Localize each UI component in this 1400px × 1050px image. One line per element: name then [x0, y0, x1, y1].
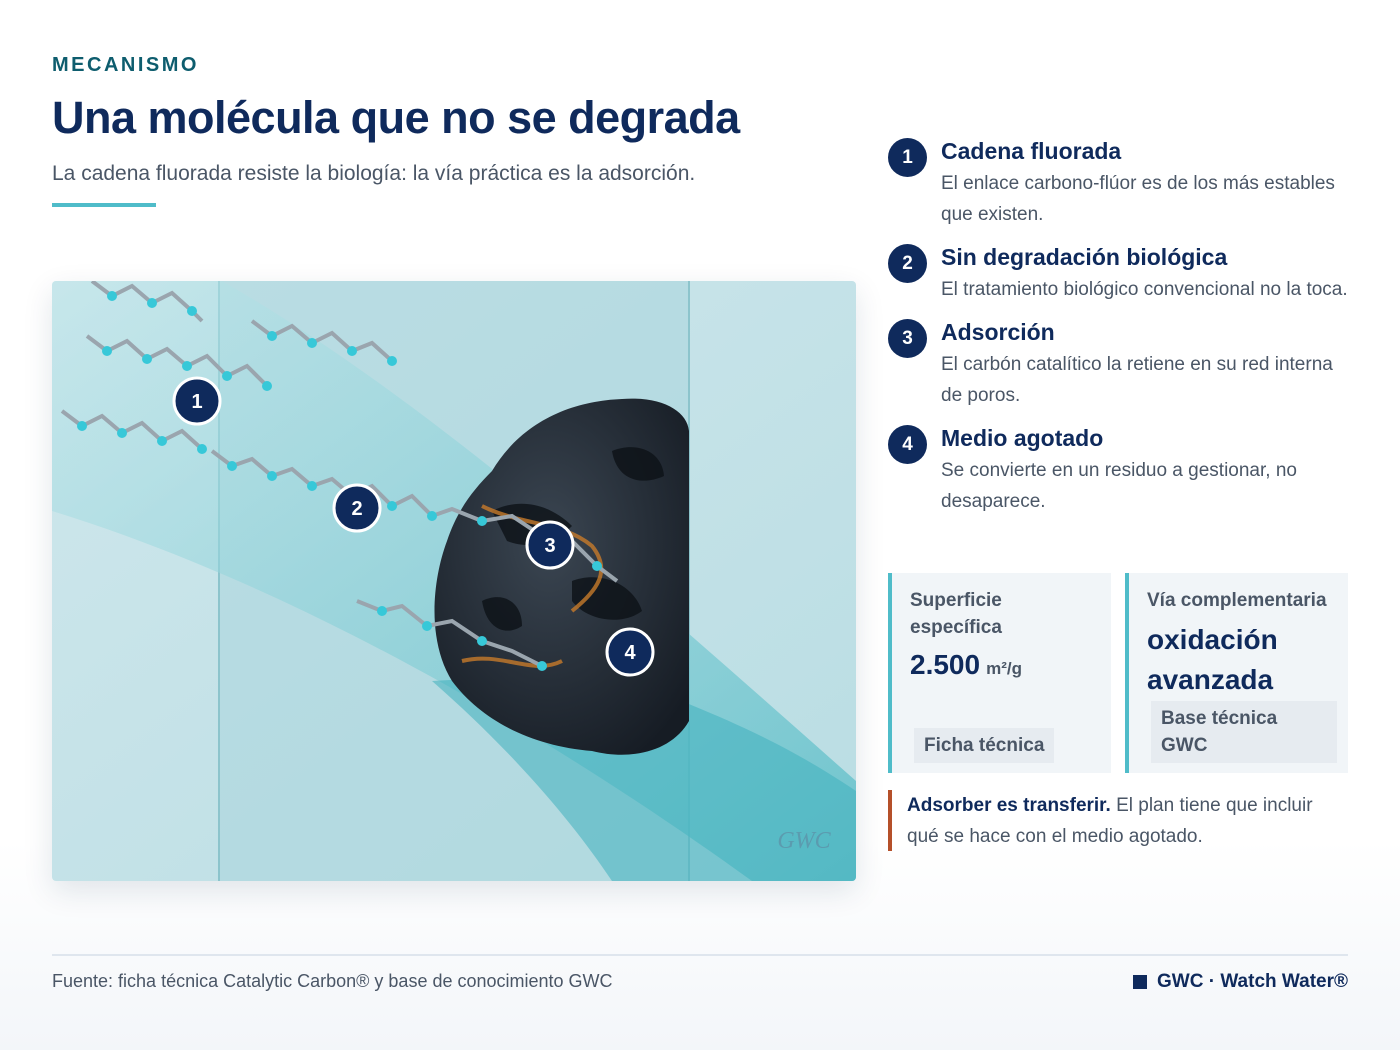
- stat-card-surface: Superficie específica 2.500 m²/g Ficha té…: [888, 573, 1111, 773]
- step-title: Medio agotado: [941, 425, 1104, 451]
- step-list: 1 Cadena fluorada El enlace carbono-flúo…: [888, 136, 1358, 529]
- step-text: El enlace carbono-flúor es de los más es…: [941, 173, 1335, 225]
- page-subtitle: La cadena fluorada resiste la biología: …: [52, 162, 696, 185]
- step-2: 2 Sin degradación biológica El tratamien…: [888, 242, 1358, 305]
- step-text: Se convierte en un residuo a gestionar, …: [941, 460, 1297, 512]
- source-tag: Ficha técnica: [914, 728, 1055, 763]
- fluorine-atoms: [77, 291, 602, 671]
- svg-text:2: 2: [351, 498, 362, 520]
- step-title: Cadena fluorada: [941, 138, 1122, 164]
- footer-divider: [52, 954, 1348, 956]
- brand-signature: GWC · Watch Water®: [1133, 971, 1348, 993]
- gwc-watermark: GWC: [777, 828, 831, 854]
- step-1: 1 Cadena fluorada El enlace carbono-flúo…: [888, 136, 1358, 230]
- brand-text: GWC · Watch Water®: [1157, 971, 1348, 992]
- source-tag: Base técnica GWC: [1151, 701, 1337, 763]
- step-3: 3 Adsorción El carbón catalítico la reti…: [888, 317, 1358, 411]
- step-text: El tratamiento biológico convencional no…: [941, 279, 1348, 300]
- step-number: 3: [888, 319, 927, 358]
- stat-label: Vía complementaria: [1147, 590, 1327, 611]
- step-text: El carbón catalítico la retiene en su re…: [941, 354, 1333, 406]
- callout-note: Adsorber es transferir. El plan tiene qu…: [888, 790, 1348, 851]
- pore: [572, 577, 642, 620]
- stat-label: Superficie específica: [910, 590, 1002, 638]
- step-4: 4 Medio agotado Se convierte en un resid…: [888, 423, 1358, 517]
- stat-value: 2.500 m²/g: [910, 649, 1093, 681]
- stat-card-complementary: Vía complementaria oxidación avanzada Ba…: [1125, 573, 1348, 773]
- marker-3: 3: [525, 520, 575, 570]
- illustration-svg: 1 2 3 4 GWC: [52, 281, 856, 881]
- svg-text:1: 1: [191, 391, 202, 413]
- stat-number: 2.500: [910, 649, 981, 680]
- step-title: Adsorción: [941, 319, 1055, 345]
- svg-text:3: 3: [544, 535, 555, 557]
- pore: [482, 597, 522, 631]
- brand-square-icon: [1133, 975, 1148, 989]
- step-number: 2: [888, 244, 927, 283]
- step-title: Sin degradación biológica: [941, 244, 1228, 270]
- step-number: 1: [888, 138, 927, 177]
- pore: [612, 447, 664, 481]
- marker-2: 2: [332, 483, 382, 533]
- mechanism-illustration: 1 2 3 4 GWC: [52, 281, 856, 881]
- callout-text: El plan tiene que incluir qué se hace co…: [907, 795, 1313, 847]
- accent-divider: [52, 203, 156, 207]
- svg-text:4: 4: [624, 642, 636, 664]
- adsorption-glow: [461, 656, 563, 668]
- stat-unit: m²/g: [986, 659, 1022, 678]
- step-number: 4: [888, 425, 927, 464]
- stat-value: oxidación avanzada: [1147, 624, 1278, 695]
- marker-4: 4: [605, 627, 655, 677]
- marker-1: 1: [172, 376, 222, 426]
- source-note: Fuente: ficha técnica Catalytic Carbon® …: [52, 971, 613, 991]
- callout-bold: Adsorber es transferir.: [907, 795, 1111, 816]
- page-title: Una molécula que no se degrada: [52, 92, 740, 143]
- eyebrow: MECANISMO: [52, 54, 199, 76]
